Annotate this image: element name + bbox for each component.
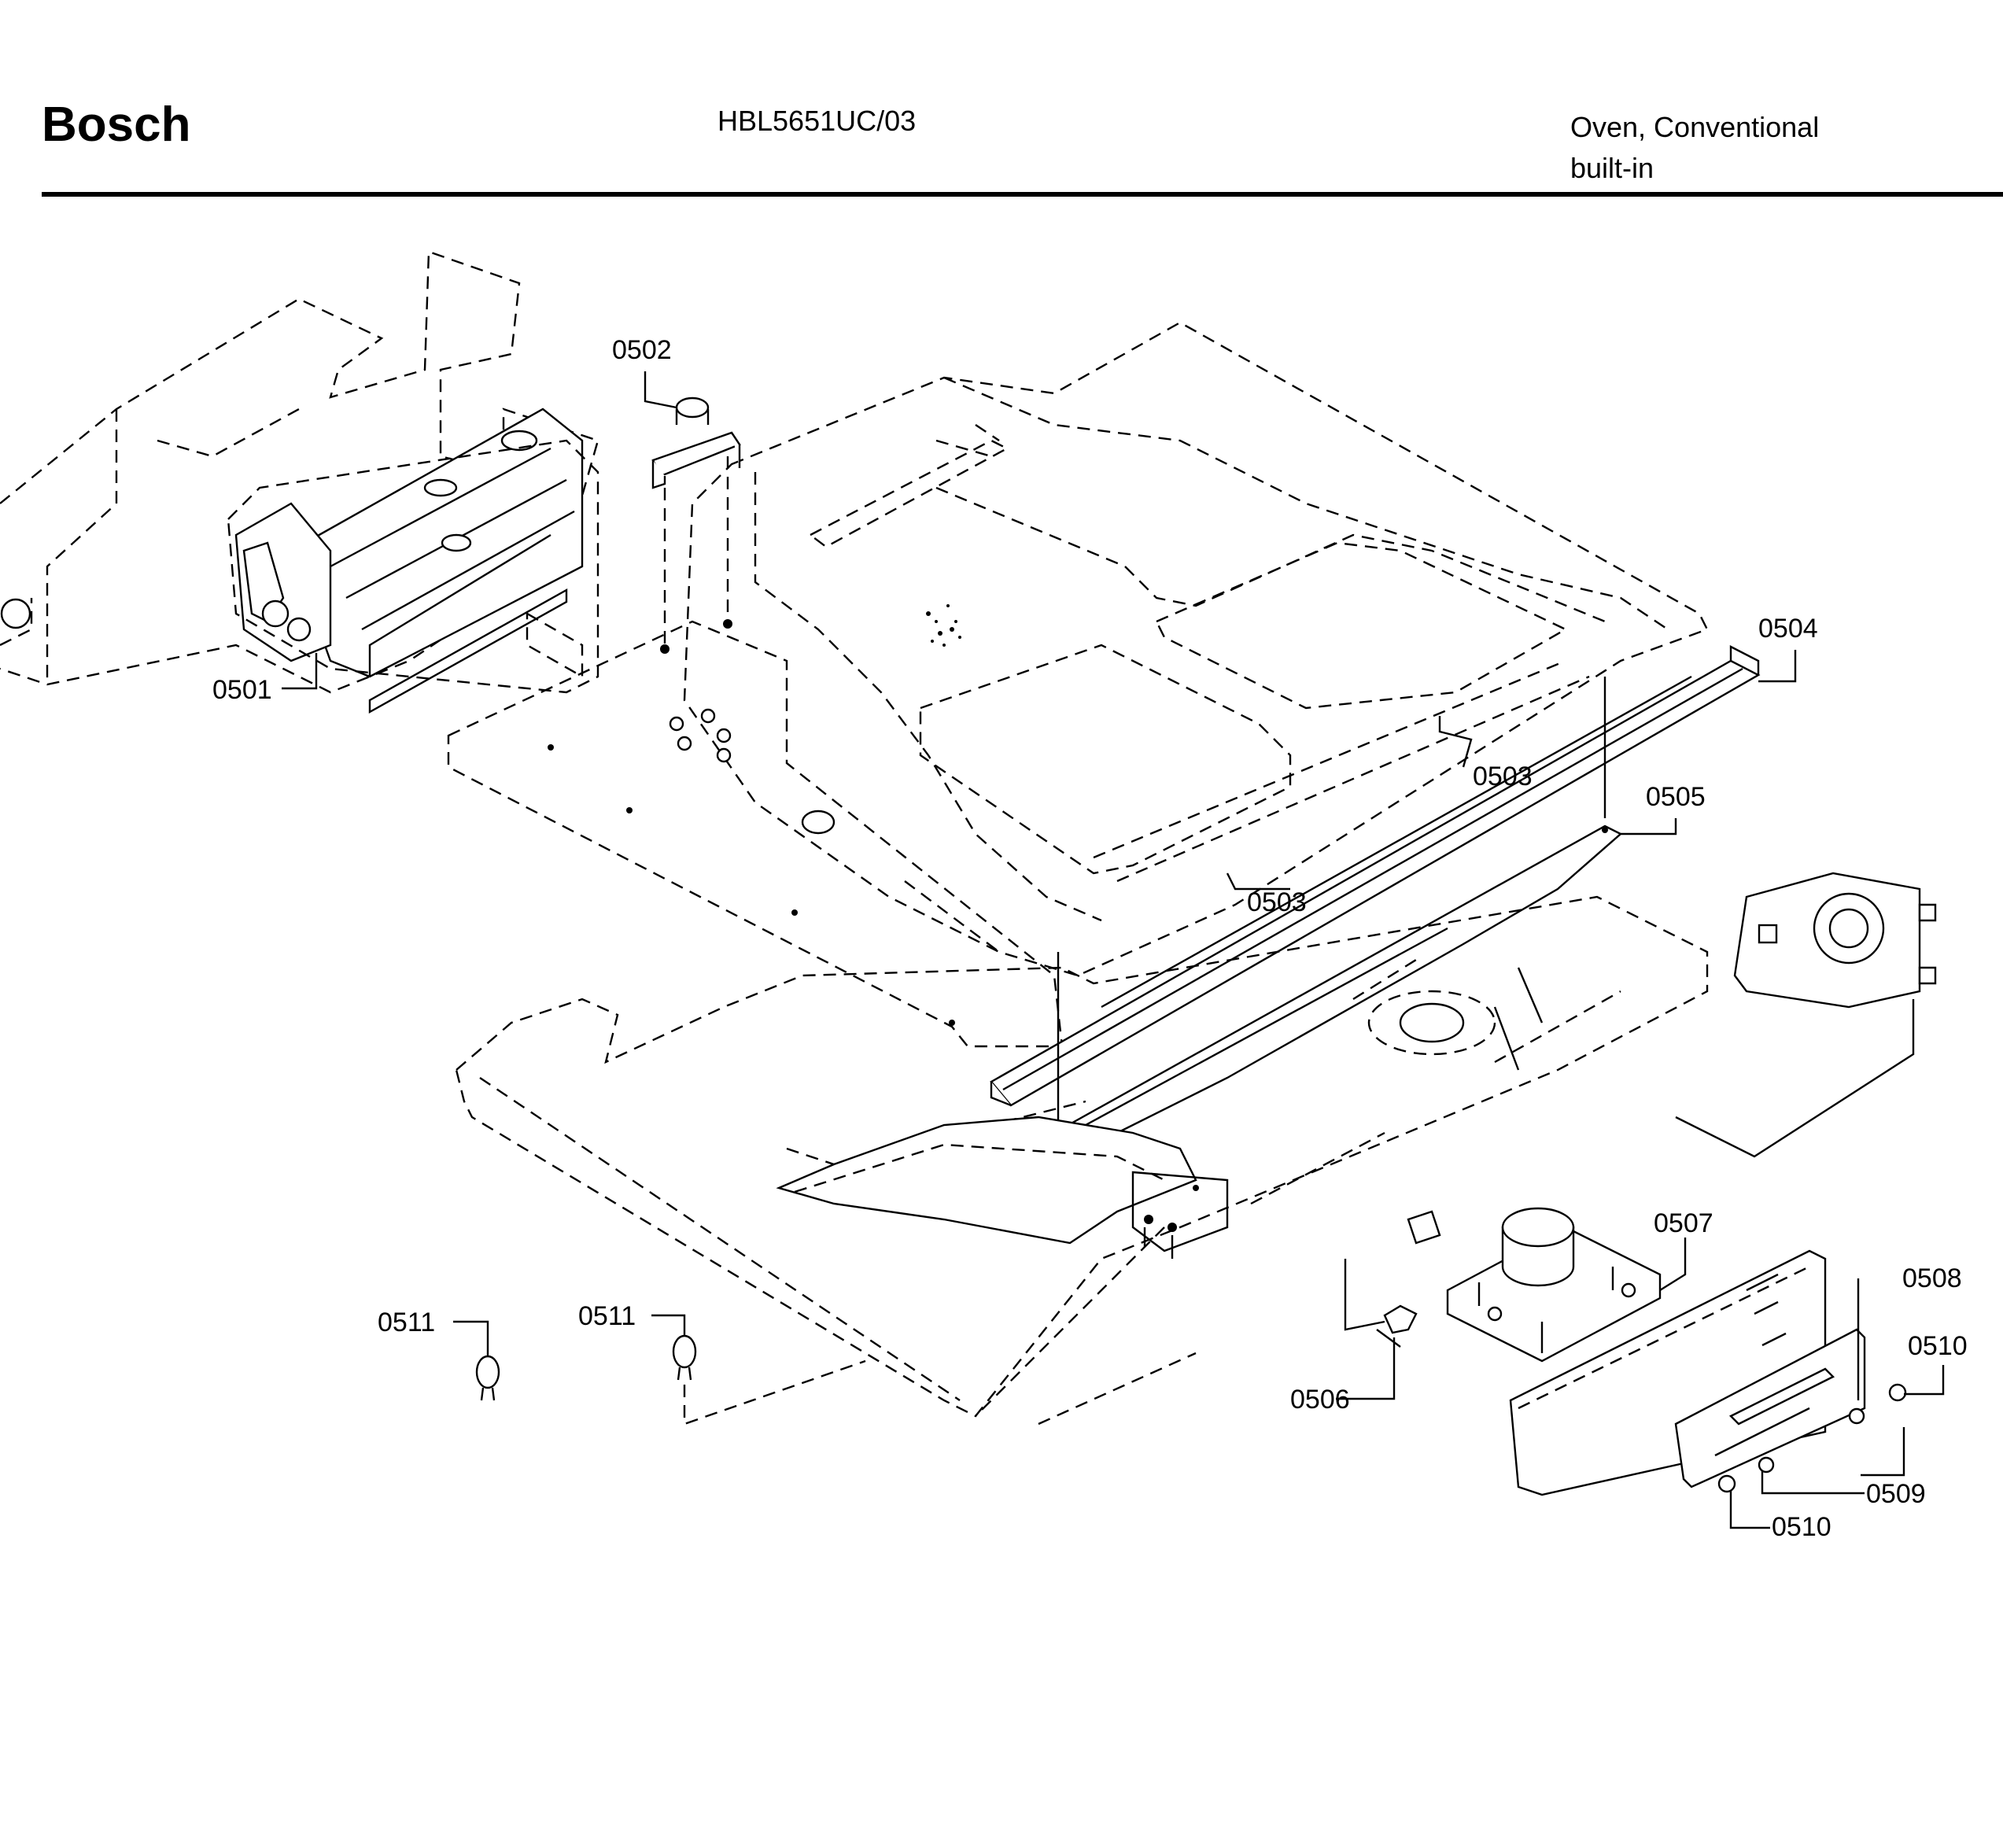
callout-0503-upper: 0503	[1473, 762, 1533, 791]
part-0505-trim-strip	[1053, 677, 1623, 1158]
part-0507-motor-assembly	[1407, 1207, 1662, 1363]
callout-0508: 0508	[1902, 1263, 1962, 1293]
callout-0509: 0509	[1866, 1479, 1926, 1509]
description-line-1: Oven, Conventional	[1570, 111, 1820, 143]
header-divider	[42, 192, 2003, 197]
callout-0511-right: 0511	[578, 1301, 636, 1331]
leader-lines	[282, 371, 1945, 1529]
inner-lower-panel	[447, 611, 1064, 1048]
rear-cover-plate	[1675, 872, 1937, 1158]
part-0508-side-bracket	[1509, 1249, 1866, 1496]
part-0511-clips	[475, 1334, 866, 1426]
part-0504-slide-rail	[990, 645, 1761, 1107]
product-description: Oven, Conventional built-in	[1570, 107, 1819, 189]
callout-0510-lower: 0510	[1772, 1512, 1831, 1542]
callout-labels: 0501 0502 0503 0503 0504 0505 0506 0507 …	[212, 335, 1968, 1542]
description-line-2: built-in	[1570, 152, 1654, 184]
part-0506-limiter	[1344, 1259, 1418, 1348]
callout-0506: 0506	[1290, 1385, 1350, 1415]
screws-0509-0510	[1717, 1383, 1907, 1493]
callout-0511-left: 0511	[378, 1308, 435, 1337]
callout-0507: 0507	[1654, 1208, 1713, 1238]
part-0501-convection-fan-motor	[227, 408, 599, 714]
oven-bottom-plate	[455, 895, 1709, 1426]
callout-0503-lower: 0503	[1247, 887, 1307, 917]
brand-title: Bosch	[42, 98, 191, 152]
part-0502-thermostat	[651, 397, 741, 654]
callout-0502: 0502	[612, 335, 672, 365]
rear-housing	[0, 250, 599, 694]
callout-0510-upper: 0510	[1908, 1331, 1968, 1361]
model-number: HBL5651UC/03	[717, 105, 917, 137]
callout-0504: 0504	[1758, 614, 1818, 644]
callout-0505: 0505	[1646, 782, 1706, 812]
callout-0501: 0501	[212, 675, 272, 705]
oven-cavity-top-panel	[683, 321, 1709, 977]
